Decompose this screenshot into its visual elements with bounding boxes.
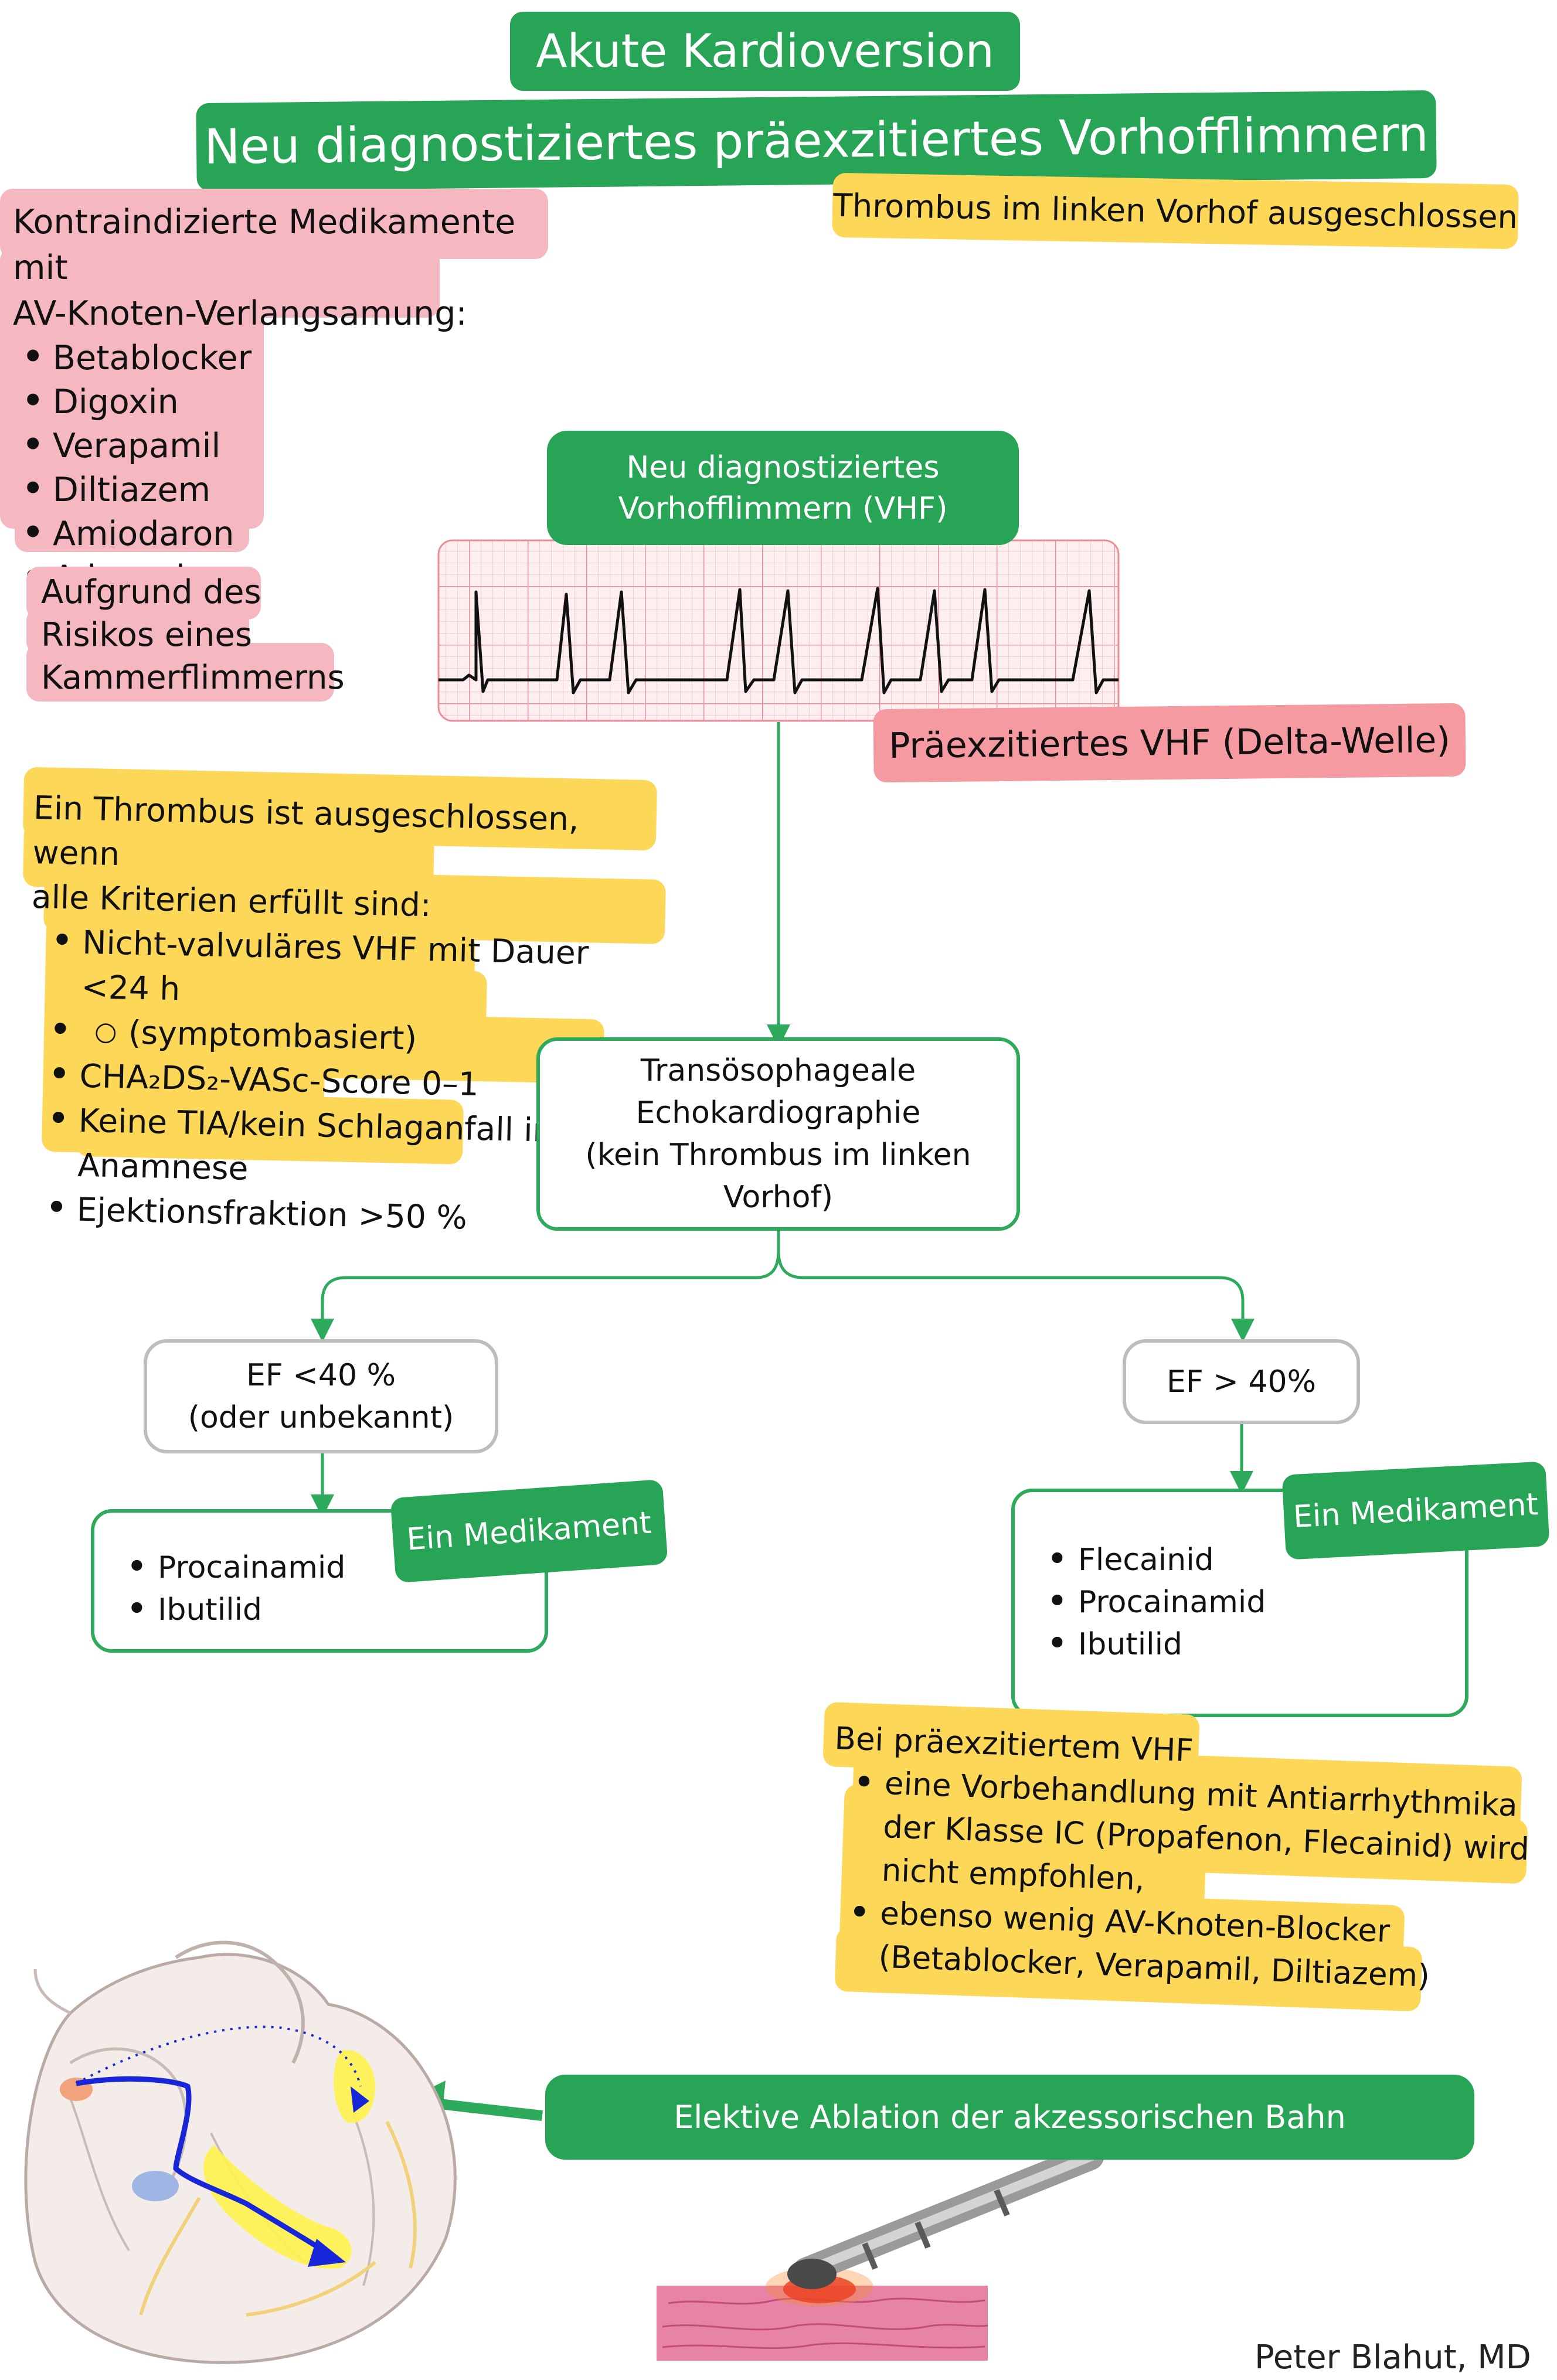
list-item: Amiodaron <box>13 511 551 556</box>
ecg-trace <box>438 587 1119 694</box>
list-item: Ibutilid <box>1038 1622 1266 1666</box>
ablation-catheter-illustration <box>657 2143 1104 2361</box>
reason-line: Risikos eines <box>41 616 253 654</box>
ef-low-line1: EF <40 % <box>246 1357 396 1393</box>
ecg-label: Präexzitiertes VHF (Delta-Welle) <box>873 703 1466 783</box>
sub-bullet-circle: ○ <box>94 1016 118 1047</box>
list-item: Procainamid <box>118 1545 345 1589</box>
contraindicated-list: Betablocker Digoxin Verapamil Diltiazem … <box>13 335 551 600</box>
list-item: Verapamil <box>13 423 551 468</box>
heart-conduction-illustration <box>24 1940 457 2364</box>
list-item: Ibutilid <box>118 1588 345 1631</box>
tee-node-line4: Vorhof) <box>723 1180 834 1215</box>
thrombus-excluded-note: Thrombus im linken Vorhof ausgeschlossen <box>832 172 1519 250</box>
vhf-node: Neu diagnostiziertes Vorhofflimmern (VHF… <box>547 431 1019 545</box>
page-subtitle: Neu diagnostiziertes präexzitiertes Vorh… <box>196 90 1437 192</box>
ef-high-node: EF > 40% <box>1123 1339 1360 1424</box>
list-item: eine Vorbehandlung mit Antiarrhythmika d… <box>841 1761 1537 1915</box>
ecg-strip-illustration <box>437 539 1120 722</box>
connector-tee-split <box>311 1230 780 1342</box>
reason-line: Kammerflimmerns <box>41 659 345 697</box>
ef-low-line2: (oder unbekannt) <box>188 1400 454 1435</box>
ablation-node: Elektive Ablation der akzessorischen Bah… <box>545 2075 1474 2160</box>
list-item: Procainamid <box>1038 1580 1266 1623</box>
preexcited-list: eine Vorbehandlung mit Antiarrhythmika d… <box>827 1761 1537 2002</box>
ef-high-drug-list: Flecainid Procainamid Ibutilid <box>1038 1538 1266 1666</box>
ef-high-medication-tag: Ein Medikament <box>1281 1461 1550 1560</box>
vhf-node-line2: Vorhofflimmern (VHF) <box>618 491 948 526</box>
tee-node-line1: Transösophageale <box>640 1053 916 1088</box>
criteria-item1-sub: (symptombasiert) <box>128 1013 417 1057</box>
author-credit: Peter Blahut, MD <box>1255 2338 1531 2376</box>
contraindicated-heading-line1: Kontraindizierte Medikamente mit <box>13 203 516 287</box>
vhf-node-line1: Neu diagnostiziertes <box>626 450 940 485</box>
contraindicated-panel: Kontraindizierte Medikamente mit AV-Knot… <box>0 189 551 716</box>
criteria-heading-line1: Ein Thrombus ist ausgeschlossen, wenn <box>32 788 580 873</box>
contraindicated-reason: Aufgrund des Risikos eines Kammerflimmer… <box>41 571 345 699</box>
list-item: Nicht-valvuläres VHF mit Dauer <24 h <box>41 919 664 1021</box>
list-item: Digoxin <box>13 379 551 424</box>
list-item: Betablocker <box>13 335 551 380</box>
connector-tee-split-right <box>777 1251 1255 1342</box>
ef-low-node: EF <40 % (oder unbekannt) <box>144 1339 498 1453</box>
list-item: Diltiazem <box>13 467 551 512</box>
reason-line: Aufgrund des <box>41 573 261 611</box>
page-title: Akute Kardioversion <box>510 12 1020 91</box>
preexcited-note-panel: Bei präexzitiertem VHF eine Vorbehandlun… <box>818 1701 1539 2013</box>
tee-node: Transösophageale Echokardiographie (kein… <box>536 1037 1020 1231</box>
tee-node-line2: Echokardiographie <box>635 1095 921 1131</box>
tee-node-line3: (kein Thrombus im linken <box>585 1138 971 1173</box>
contraindicated-heading-line2: AV-Knoten-Verlangsamung: <box>13 294 467 333</box>
list-item: Flecainid <box>1038 1538 1266 1581</box>
connector-ablation-arrow <box>438 2099 543 2121</box>
ef-low-drug-list: Procainamid Ibutilid <box>118 1545 345 1631</box>
